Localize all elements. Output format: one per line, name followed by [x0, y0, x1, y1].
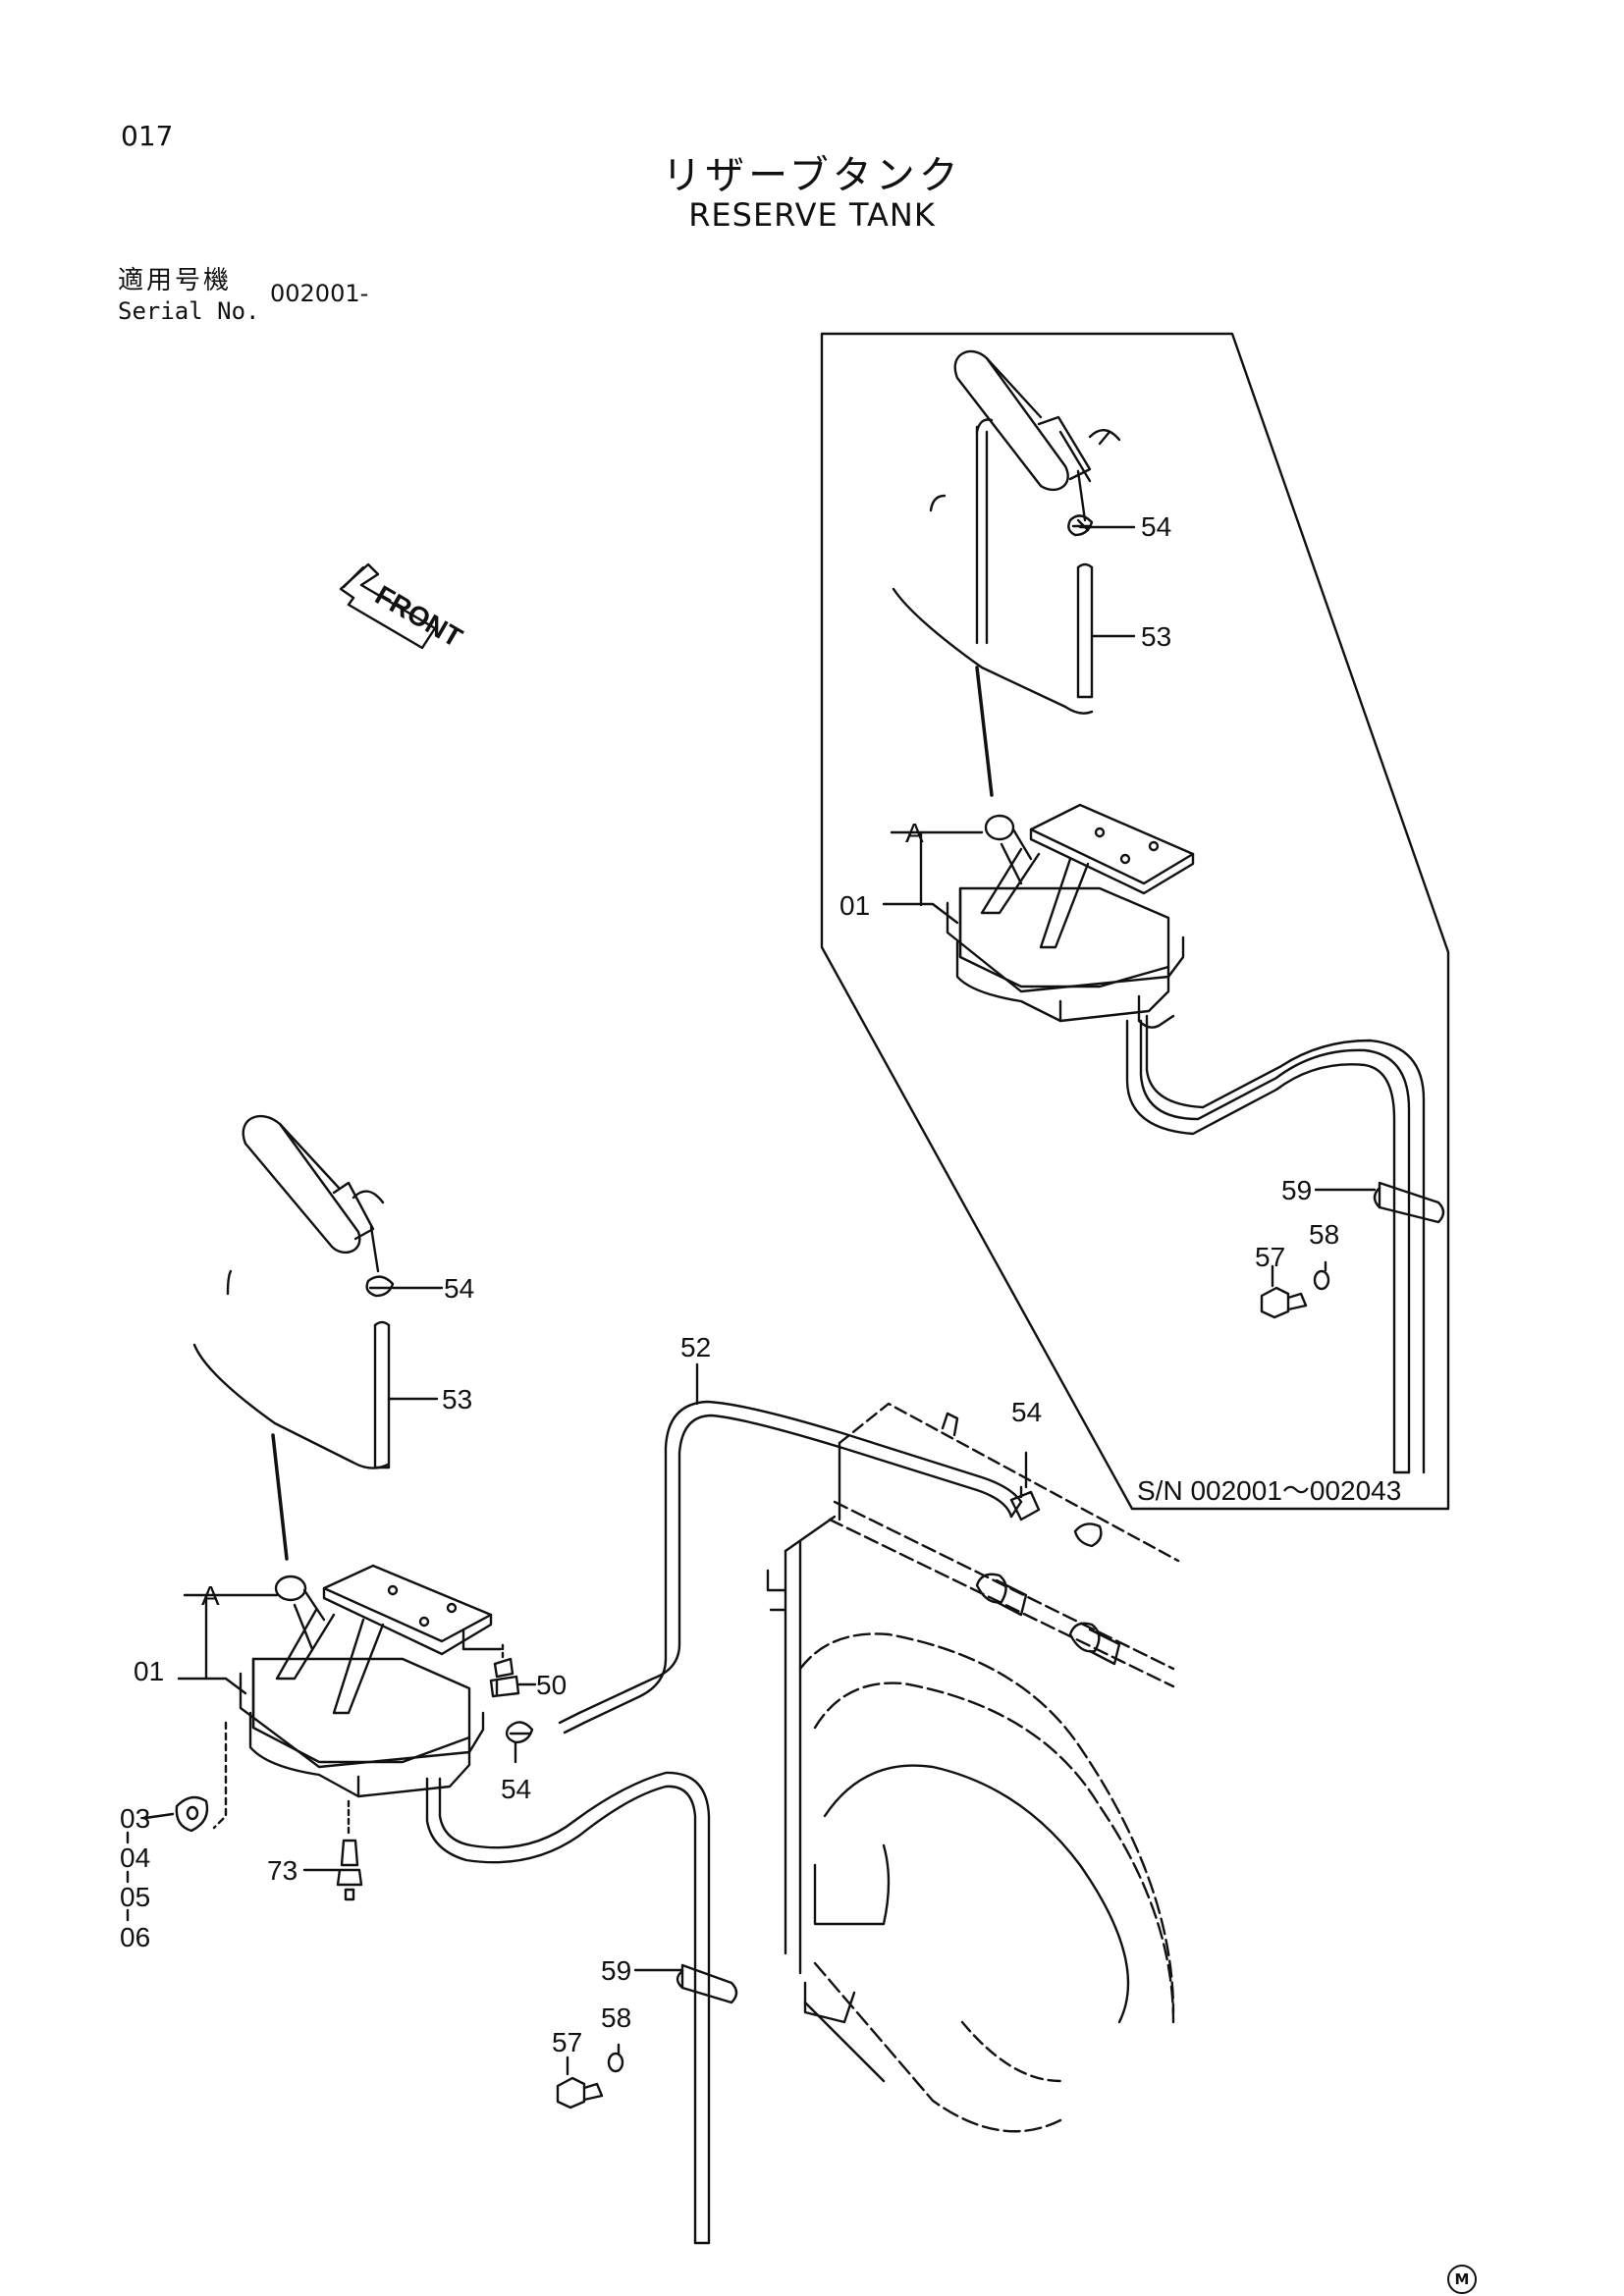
main-callout-leaders: [126, 1286, 1028, 2076]
radiator-fan-shroud: [766, 1402, 1180, 2133]
callout-57: 57: [552, 2027, 582, 2057]
serial-number-value: 002001-: [270, 280, 369, 307]
callout-06: 06: [120, 1922, 150, 1952]
front-direction-arrow-icon: FRONT: [339, 562, 467, 653]
inset-callout-53: 53: [1141, 621, 1171, 652]
callout-58: 58: [601, 2002, 631, 2033]
callout-54-bottom: 54: [501, 1774, 531, 1804]
inset-callout-54: 54: [1141, 511, 1171, 542]
callout-a: A: [201, 1580, 220, 1611]
callout-52: 52: [680, 1332, 711, 1362]
callout-50: 50: [536, 1670, 567, 1700]
callout-73: 73: [267, 1855, 298, 1886]
callout-53: 53: [442, 1384, 472, 1415]
callout-05: 05: [120, 1882, 150, 1912]
inset-callout-a: A: [905, 818, 924, 848]
inset-callout-59: 59: [1281, 1175, 1312, 1205]
main-detail-a-view: [192, 1114, 395, 1561]
main-reserve-tank: [175, 1400, 1041, 2245]
page-title-japanese: リザーブタンク: [662, 153, 962, 198]
inset-serial-range-label: S/N 002001～002043: [1137, 1475, 1401, 1506]
inset-detail-a-view: [892, 349, 1121, 797]
callout-54-top: 54: [444, 1273, 474, 1304]
page-title-english: RESERVE TANK: [688, 196, 936, 234]
callout-54-radiator: 54: [1011, 1397, 1042, 1427]
inset-callout-58: 58: [1309, 1219, 1339, 1250]
inset-reserve-tank: [882, 525, 1445, 1474]
callout-03: 03: [120, 1803, 150, 1834]
front-label: FRONT: [370, 579, 467, 653]
callout-01: 01: [134, 1656, 164, 1686]
callout-59: 59: [601, 1955, 631, 1986]
inset-callout-labels: 54 53 A 01 59 58 57 S/N 002001～002043: [839, 511, 1401, 1506]
main-callout-labels: 54 53 A 01 52 54 50 54 03 04 05 06 73 59…: [120, 1273, 1042, 2057]
callout-04: 04: [120, 1842, 150, 1873]
page-number: 017: [121, 120, 174, 152]
inset-callout-57: 57: [1255, 1242, 1285, 1272]
manufacturer-mark-icon: M: [1447, 2265, 1477, 2294]
inset-callout-01: 01: [839, 890, 870, 921]
inset-panel-border: [820, 332, 1450, 1511]
serial-label-english: Serial No.: [118, 297, 260, 325]
serial-label-japanese: 適用号機: [118, 266, 233, 295]
